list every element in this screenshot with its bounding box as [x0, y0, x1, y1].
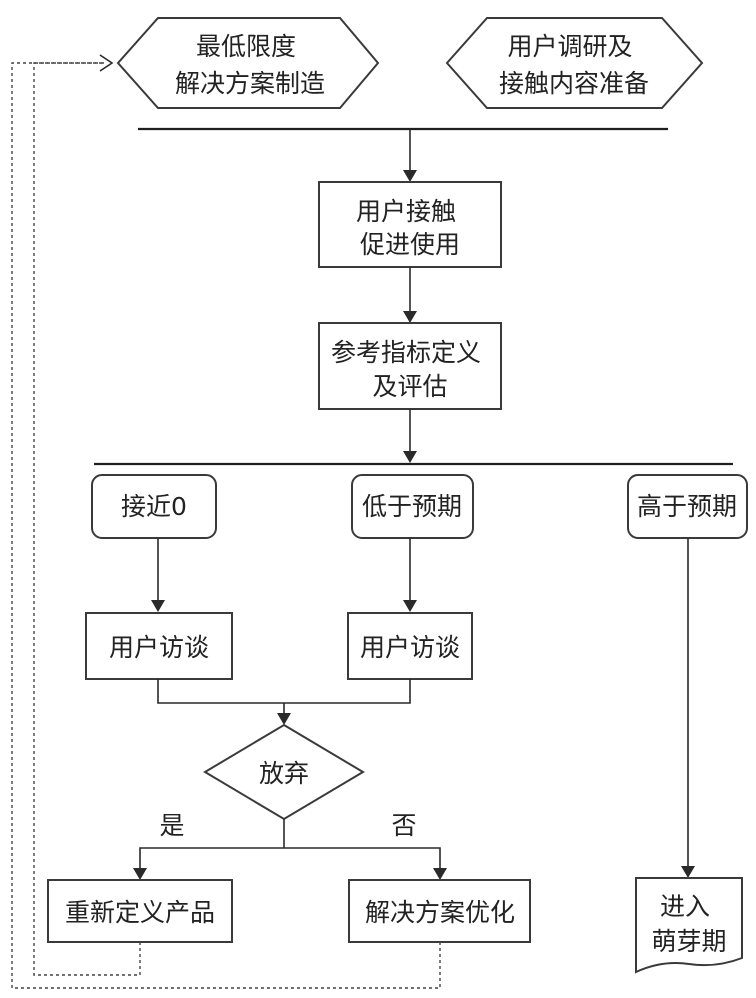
feedback-loop-optimize	[11, 62, 441, 989]
arrowhead-icon	[403, 600, 417, 612]
give-up-label: 放弃	[259, 759, 309, 788]
min-solution-label: 最低限度 解决方案制造	[175, 32, 325, 98]
merge-connector	[157, 679, 411, 704]
interview-left-box	[85, 612, 233, 680]
arrowhead-icon	[151, 600, 165, 612]
feedback-loop-redefine	[33, 62, 141, 976]
feedback-arrowhead-icon	[99, 54, 114, 72]
branch-connector	[139, 847, 441, 870]
arrowhead-icon	[681, 866, 695, 878]
yes-label: 是	[159, 811, 184, 840]
interview-left-label: 用户访谈	[109, 633, 209, 662]
redefine-product-box	[47, 879, 233, 943]
near-zero-box	[91, 474, 217, 539]
arrowhead-icon	[403, 311, 417, 323]
user-research-label: 用户调研及 接触内容准备	[499, 32, 649, 98]
optimize-solution-label: 解决方案优化	[365, 898, 515, 927]
arrowhead-icon	[403, 451, 417, 463]
below-expect-label: 低于预期	[362, 492, 462, 521]
enter-sprout-document	[635, 877, 743, 974]
arrowhead-icon	[133, 868, 147, 880]
arrowhead-icon	[277, 713, 291, 725]
interview-right-box	[347, 612, 473, 680]
metrics-label: 参考指标定义 及评估	[331, 338, 489, 401]
metrics-box	[318, 322, 502, 410]
redefine-product-label: 重新定义产品	[65, 898, 215, 927]
arrowhead-icon	[433, 868, 447, 880]
optimize-solution-box	[348, 879, 531, 943]
below-expect-box	[351, 474, 474, 539]
arrowhead-icon	[403, 170, 417, 182]
min-solution-hexagon	[116, 17, 380, 109]
interview-right-label: 用户访谈	[360, 633, 460, 662]
above-expect-label: 高于预期	[637, 492, 737, 521]
user-research-hexagon	[445, 17, 704, 109]
no-label: 否	[391, 811, 416, 840]
near-zero-label: 接近0	[121, 492, 187, 521]
user-contact-label: 用户接触 促进使用	[356, 197, 464, 259]
enter-sprout-label: 进入 萌芽期	[651, 892, 726, 956]
user-contact-box	[318, 181, 502, 268]
